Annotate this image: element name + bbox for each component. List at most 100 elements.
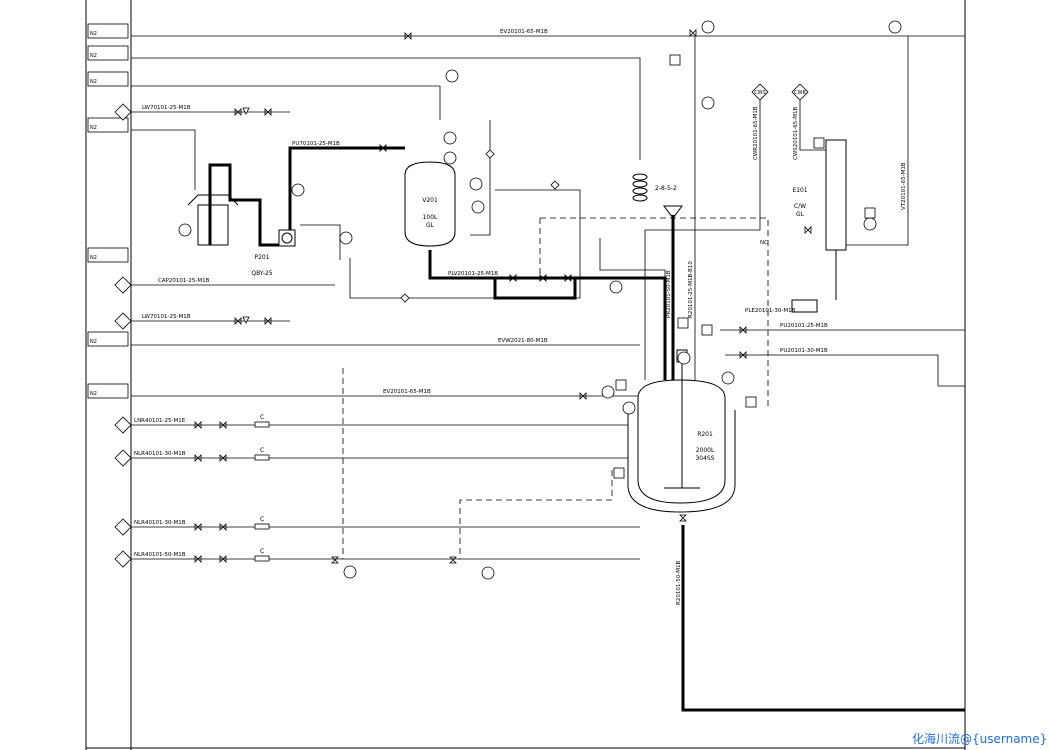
trap-4 <box>254 555 270 562</box>
instrument-5 <box>443 131 457 145</box>
label-plv: PLV20101-25-M1B <box>448 271 498 277</box>
thick-bypass <box>493 278 577 300</box>
instrument-8 <box>469 177 483 191</box>
diamond-cap <box>114 276 132 294</box>
left-label-box-6 <box>87 331 129 347</box>
trap-2-label: C <box>260 447 264 454</box>
label-nlr2: NLR40101-30-M1B <box>134 520 186 526</box>
pump-model: QBY-25 <box>251 270 272 277</box>
diamond-row4 <box>114 103 132 121</box>
vent-funnel <box>663 205 683 219</box>
instrument-15 <box>622 401 636 415</box>
trap-4-label: C <box>260 548 264 555</box>
label-bottom-vert: R20101-50-M1B <box>676 560 682 605</box>
left-label-box-4 <box>87 117 129 133</box>
diamond-cwr <box>791 83 809 101</box>
instrument-10 <box>178 223 192 237</box>
instrument-9 <box>471 200 485 214</box>
instrument-1 <box>701 20 715 34</box>
line-nc <box>644 100 761 380</box>
instrument-19 <box>863 217 877 231</box>
diamond-small-2 <box>550 180 560 190</box>
label-cwr: CWR20101-65-M1B <box>753 106 759 160</box>
label-evw: EVW2021-80-M1B <box>498 338 548 344</box>
tank-capacity: 100L <box>423 214 438 221</box>
line-row2 <box>131 57 641 160</box>
coil-3 <box>632 187 648 195</box>
valve-21 <box>564 274 572 282</box>
line-row4 <box>131 129 196 190</box>
left-label-4: N2 <box>90 125 97 131</box>
line-vt <box>845 36 909 246</box>
instrument-box-4 <box>677 317 689 329</box>
valve-2 <box>234 108 242 116</box>
pump-tag: P201 <box>254 254 269 261</box>
instrument-14 <box>721 371 735 385</box>
left-label-box-5 <box>87 247 129 263</box>
left-drum-cap <box>187 194 239 206</box>
left-label-box-3 <box>87 71 129 87</box>
label-ev2: EV20101-65-M1B <box>383 389 431 395</box>
valve-13 <box>194 555 202 563</box>
label-lw1: LW70101-25-M1B <box>142 105 191 111</box>
instrument-box-6 <box>615 379 627 391</box>
valve-8 <box>219 421 227 429</box>
instrument-box-3 <box>864 207 876 219</box>
label-pu: PU70101-25-M1B <box>292 141 340 147</box>
diamond-lnr <box>114 416 132 434</box>
thick-pump-to-tank <box>288 146 405 235</box>
trap-1 <box>254 421 270 428</box>
label-pu-right: PU20101-25-M1B <box>780 323 828 329</box>
reactor-capacity: 2000L <box>696 447 715 454</box>
instrument-13 <box>677 351 691 365</box>
reactor-material: 304SS <box>695 455 714 462</box>
line-reactor-feed <box>599 238 666 380</box>
condenser-e101 <box>825 139 847 251</box>
label-lnr: LNR40101-25-M1E <box>134 418 186 424</box>
valve-23 <box>679 514 687 522</box>
reducer-label: 2-8-5-2 <box>655 185 677 192</box>
label-cws: CWS20101-65-M1B <box>793 107 799 160</box>
label-cap: CAP20101-25-M1B <box>158 278 210 284</box>
label-lw2: LW70101-25-M1B <box>142 314 191 320</box>
coil-4 <box>632 194 648 202</box>
instrument-box-5 <box>701 324 713 336</box>
instrument-18 <box>481 566 495 580</box>
instrument-box-7 <box>745 396 757 408</box>
trap-3 <box>254 523 270 530</box>
line-pump-discharge <box>300 224 341 260</box>
reactor-tag: R201 <box>697 431 713 438</box>
left-drum <box>197 204 229 246</box>
valve-18 <box>579 392 587 400</box>
left-label-6: N2 <box>90 339 97 345</box>
pump-p201-impeller <box>281 232 293 244</box>
instrument-6 <box>443 151 457 165</box>
valve-19 <box>509 274 517 282</box>
condenser-coolant: C/W <box>794 203 806 210</box>
label-vert-center: PR20101-50-M1B <box>666 270 672 318</box>
valve-20 <box>539 274 547 282</box>
label-pu-right2: PU20101-30-M1B <box>780 348 828 354</box>
trap-1-label: C <box>260 414 264 421</box>
trap-2 <box>254 454 270 461</box>
condenser-tag: E101 <box>792 187 807 194</box>
diamond-small-3 <box>400 293 410 303</box>
condenser-box <box>791 299 818 313</box>
tank-material: GL <box>426 222 435 229</box>
instrument-box-1 <box>669 54 681 66</box>
tank-tag: V201 <box>422 197 438 204</box>
label-vert-right: VT20101-65-M1B <box>901 162 907 210</box>
diamond-nlr2 <box>114 518 132 536</box>
left-label-7: N2 <box>90 391 97 397</box>
left-label-box-2 <box>87 45 129 61</box>
valve-22 <box>689 29 697 37</box>
coil-1 <box>632 173 648 181</box>
label-nlr3: NLR40101-50-M1B <box>134 552 186 558</box>
tank-v201 <box>404 161 456 247</box>
dashed-jacket-loop <box>540 217 769 408</box>
valve-9 <box>194 454 202 462</box>
valve-17 <box>804 226 812 234</box>
valve-4 <box>379 144 387 152</box>
label-ple: PLE20101-30-M1B <box>745 308 796 314</box>
valve-10 <box>219 454 227 462</box>
